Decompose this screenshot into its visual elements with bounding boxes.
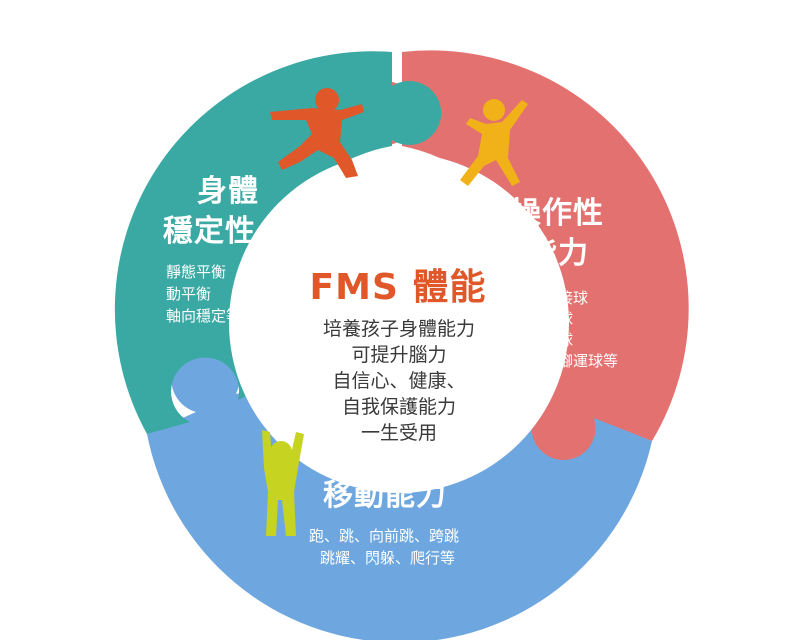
center-line-2: 可提升腦力 <box>351 344 447 366</box>
manipulative-item: 投接球 <box>543 289 589 307</box>
manipulative-item: 踢球 <box>543 331 574 349</box>
locomotor-title: 移動能力 <box>323 478 447 513</box>
center-line-4: 自我保護能力 <box>341 396 456 418</box>
stability-title-line-1: 身體 <box>197 174 259 209</box>
locomotor-item: 跑、跳、向前跳、跨跳 <box>309 527 460 545</box>
segment-stability <box>114 51 442 434</box>
center-line-1: 培養孩子身體能力 <box>322 318 475 340</box>
center-circle <box>229 153 569 493</box>
jumping-child-icon <box>460 99 528 186</box>
center-title: FMS 體能 <box>309 267 487 308</box>
cheering-child-icon <box>262 430 304 536</box>
center-line-5: 一生受用 <box>360 422 437 444</box>
manipulative-title-line-1: 操作性 <box>511 196 604 231</box>
stability-title-line-2: 穩定性 <box>163 214 256 249</box>
stability-item: 動平衡 <box>166 285 212 303</box>
stability-item: 軸向穩定等 <box>166 307 242 325</box>
manipulative-item: 手腳運球等 <box>543 352 619 370</box>
segment-manipulative <box>352 50 689 460</box>
center-line-3: 自信心、健康、 <box>332 370 466 392</box>
locomotor-item: 跳耀、閃躲、爬行等 <box>320 549 456 567</box>
kicking-child-icon <box>270 88 364 178</box>
manipulative-title-line-2: 能力 <box>527 236 589 271</box>
manipulative-item: 擊球 <box>543 310 574 328</box>
stability-item: 靜態平衡 <box>166 263 227 281</box>
